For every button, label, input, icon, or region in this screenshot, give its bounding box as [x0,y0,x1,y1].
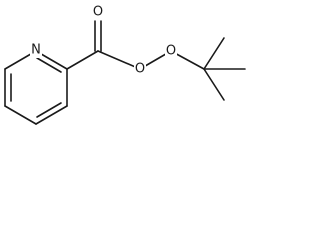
tbutyl-methyl-up [203,37,225,70]
tbutyl-methyl-down [203,68,225,101]
atom-label-ring-nitrogen: N [30,42,42,58]
chemical-structure-diagram: N O O O [4,4,246,125]
tert-butyl-group [203,37,246,101]
ester-oxygen-label: O [135,62,145,77]
atom-label-peroxy-oxygen: O [165,43,177,59]
atom-label-carbonyl-oxygen: O [92,4,104,20]
bond-c4-c5 [4,105,37,125]
pyridine-ring [4,50,68,125]
double-bond-c3-c4 [36,102,62,118]
bond-carbonyl-ester-o [97,50,141,70]
atom-label-ester-oxygen: O [134,61,146,77]
carbonyl-oxygen-label: O [93,5,103,20]
double-bond-n1-c2 [36,57,62,73]
peroxy-oxygen-label: O [166,44,176,59]
bond-c3-c4 [35,105,68,125]
bond-ring-carbonyl [66,50,99,70]
ring-nitrogen-label: N [31,43,41,58]
